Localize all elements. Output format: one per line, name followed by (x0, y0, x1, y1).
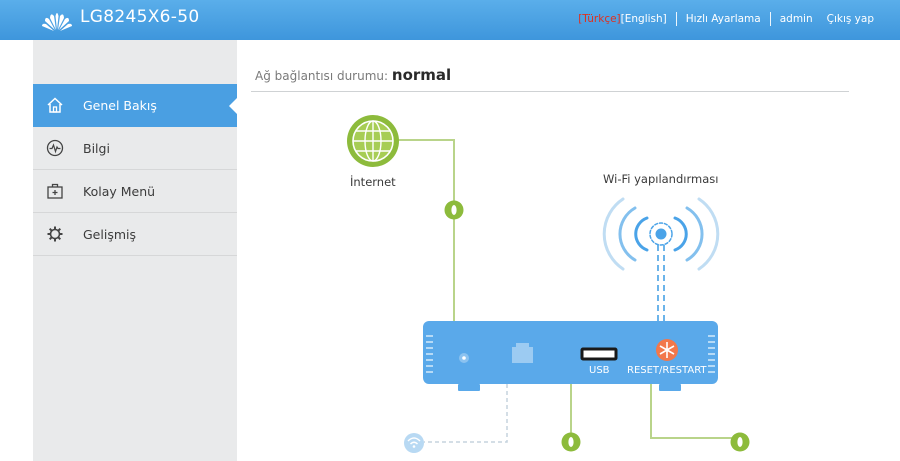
status-value: normal (391, 66, 452, 84)
link-status-icon (444, 200, 464, 220)
link-status-icon (561, 432, 581, 452)
sidebar: Genel Bakış Bilgi Kolay Menü Gelişmiş (33, 40, 238, 461)
sidebar-item-easy-menu[interactable]: Kolay Menü (33, 170, 237, 213)
active-pointer (229, 97, 238, 115)
status-divider (251, 91, 849, 92)
top-nav: [Türkçe] [English] Hızlı Ayarlama admin … (578, 12, 874, 26)
usb-port-icon (580, 347, 618, 361)
sidebar-item-label: Genel Bakış (83, 97, 157, 113)
gear-icon (47, 226, 63, 242)
internet-link-line (389, 139, 455, 321)
router-body (423, 321, 718, 391)
connection-status: Ağ bağlantısı durumu: normal (255, 66, 451, 84)
toolbox-icon (47, 183, 63, 199)
nav-divider (769, 12, 771, 26)
nav-divider (675, 12, 677, 26)
network-diagram (347, 115, 750, 453)
quick-setup-link[interactable]: Hızlı Ayarlama (685, 13, 761, 25)
logout-link[interactable]: Çıkış yap (826, 13, 874, 25)
sidebar-item-label: Gelişmiş (83, 226, 136, 242)
lang-english-link[interactable]: [English] (620, 13, 667, 25)
wifi-config-link[interactable]: Wi-Fi yapılandırması (603, 172, 719, 186)
wifi-dashed-line (424, 384, 508, 443)
brand-logo-icon (42, 13, 72, 31)
sidebar-item-overview[interactable]: Genel Bakış (33, 84, 238, 127)
lang-turkish-link[interactable]: [Türkçe] (578, 13, 621, 25)
main-content: Ağ bağlantısı durumu: normal (237, 40, 883, 461)
power-port-icon (459, 353, 469, 363)
home-icon (47, 97, 63, 113)
usb-label: USB (589, 365, 610, 376)
internet-label: İnternet (350, 175, 396, 189)
sidebar-item-label: Bilgi (83, 140, 110, 156)
reset-restart-label[interactable]: RESET/RESTART (627, 365, 707, 376)
sidebar-item-label: Kolay Menü (83, 183, 156, 199)
device-model: LG8245X6-50 (80, 7, 200, 27)
sidebar-item-advanced[interactable]: Gelişmiş (33, 213, 237, 256)
antenna-line (657, 245, 665, 321)
reset-button-icon (656, 339, 678, 361)
wifi-client-icon (404, 433, 424, 453)
pulse-icon (46, 139, 64, 157)
internet-globe-icon (347, 115, 399, 167)
lan2-link-line (650, 384, 741, 442)
top-bar: LG8245X6-50 [Türkçe] [English] Hızlı Aya… (0, 0, 900, 40)
ethernet-port-icon (512, 343, 533, 363)
link-status-icon (730, 432, 750, 452)
wifi-signal-icon (602, 197, 720, 271)
status-label: Ağ bağlantısı durumu: (255, 69, 389, 83)
user-name: admin (779, 13, 813, 25)
sidebar-item-info[interactable]: Bilgi (33, 127, 237, 170)
